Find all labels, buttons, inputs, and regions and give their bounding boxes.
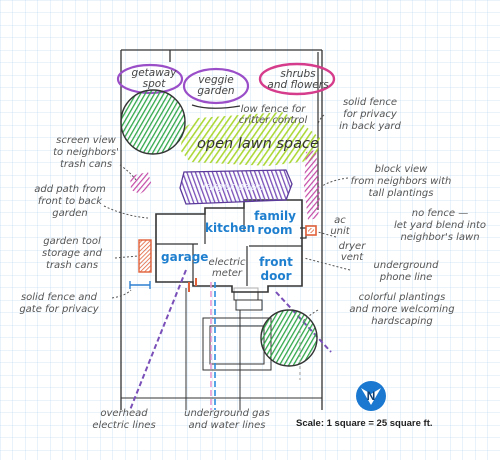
open-lawn-area [180, 112, 320, 166]
label-patio: larger patio [203, 181, 264, 193]
scale-legend: Scale: 1 square = 25 square ft. [296, 418, 433, 429]
electric-meter-mark [188, 278, 197, 292]
label-kitchen: kitchen [205, 221, 255, 235]
veggie-garden-bed [182, 67, 250, 105]
shrubs-flowers-bed [258, 62, 336, 96]
gate-symbol [129, 281, 151, 289]
label-open-lawn: open lawn space [197, 136, 319, 152]
back-yard-tree [120, 89, 186, 155]
house-interior-walls [156, 208, 307, 286]
front-yard-tree [260, 309, 318, 367]
patio-area [179, 169, 293, 205]
north-compass: N [356, 381, 386, 411]
low-fence-line [191, 104, 241, 109]
property-boundary [120, 49, 323, 410]
label-garage: garage [161, 250, 208, 264]
overhead-electric-line [129, 269, 187, 411]
tall-plantings-right [304, 150, 320, 220]
garden-tool-storage [138, 239, 152, 273]
compass-letter: N [367, 389, 376, 403]
pointer-lines [103, 114, 351, 323]
sidewalk [121, 288, 322, 410]
screen-planting-left [130, 172, 152, 194]
